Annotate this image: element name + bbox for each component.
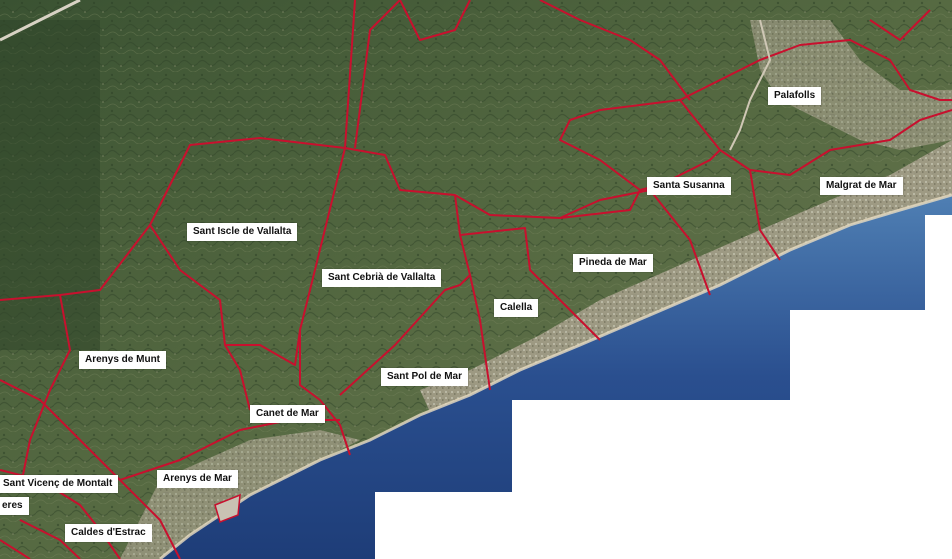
label-arenys-de-mar: Arenys de Mar	[157, 470, 238, 488]
label-malgrat-de-mar: Malgrat de Mar	[820, 177, 903, 195]
label-pineda-de-mar: Pineda de Mar	[573, 254, 653, 272]
highway	[0, 0, 81, 42]
sea	[160, 195, 952, 559]
label-arenys-de-munt: Arenys de Munt	[79, 351, 167, 369]
label-canet-de-mar: Canet de Mar	[250, 405, 325, 423]
label-palafolls: Palafolls	[768, 87, 822, 105]
label-caldes-destrac: Caldes d'Estrac	[65, 524, 152, 542]
label-santa-susanna: Santa Susanna	[647, 177, 731, 195]
harbor	[214, 493, 241, 523]
label-cut-off: eres	[0, 497, 29, 515]
urban-strip	[420, 140, 952, 412]
label-sant-iscle-de-vallalta: Sant Iscle de Vallalta	[187, 223, 298, 241]
dark-tile	[0, 20, 100, 350]
urban-north	[750, 20, 952, 150]
label-sant-pol-de-mar: Sant Pol de Mar	[381, 368, 469, 386]
road	[729, 19, 772, 151]
label-sant-vicenc-de-montalt: Sant Vicenç de Montalt	[0, 475, 119, 493]
label-sant-cebria-de-vallalta: Sant Cebrià de Vallalta	[322, 269, 442, 287]
label-calella: Calella	[494, 299, 539, 317]
